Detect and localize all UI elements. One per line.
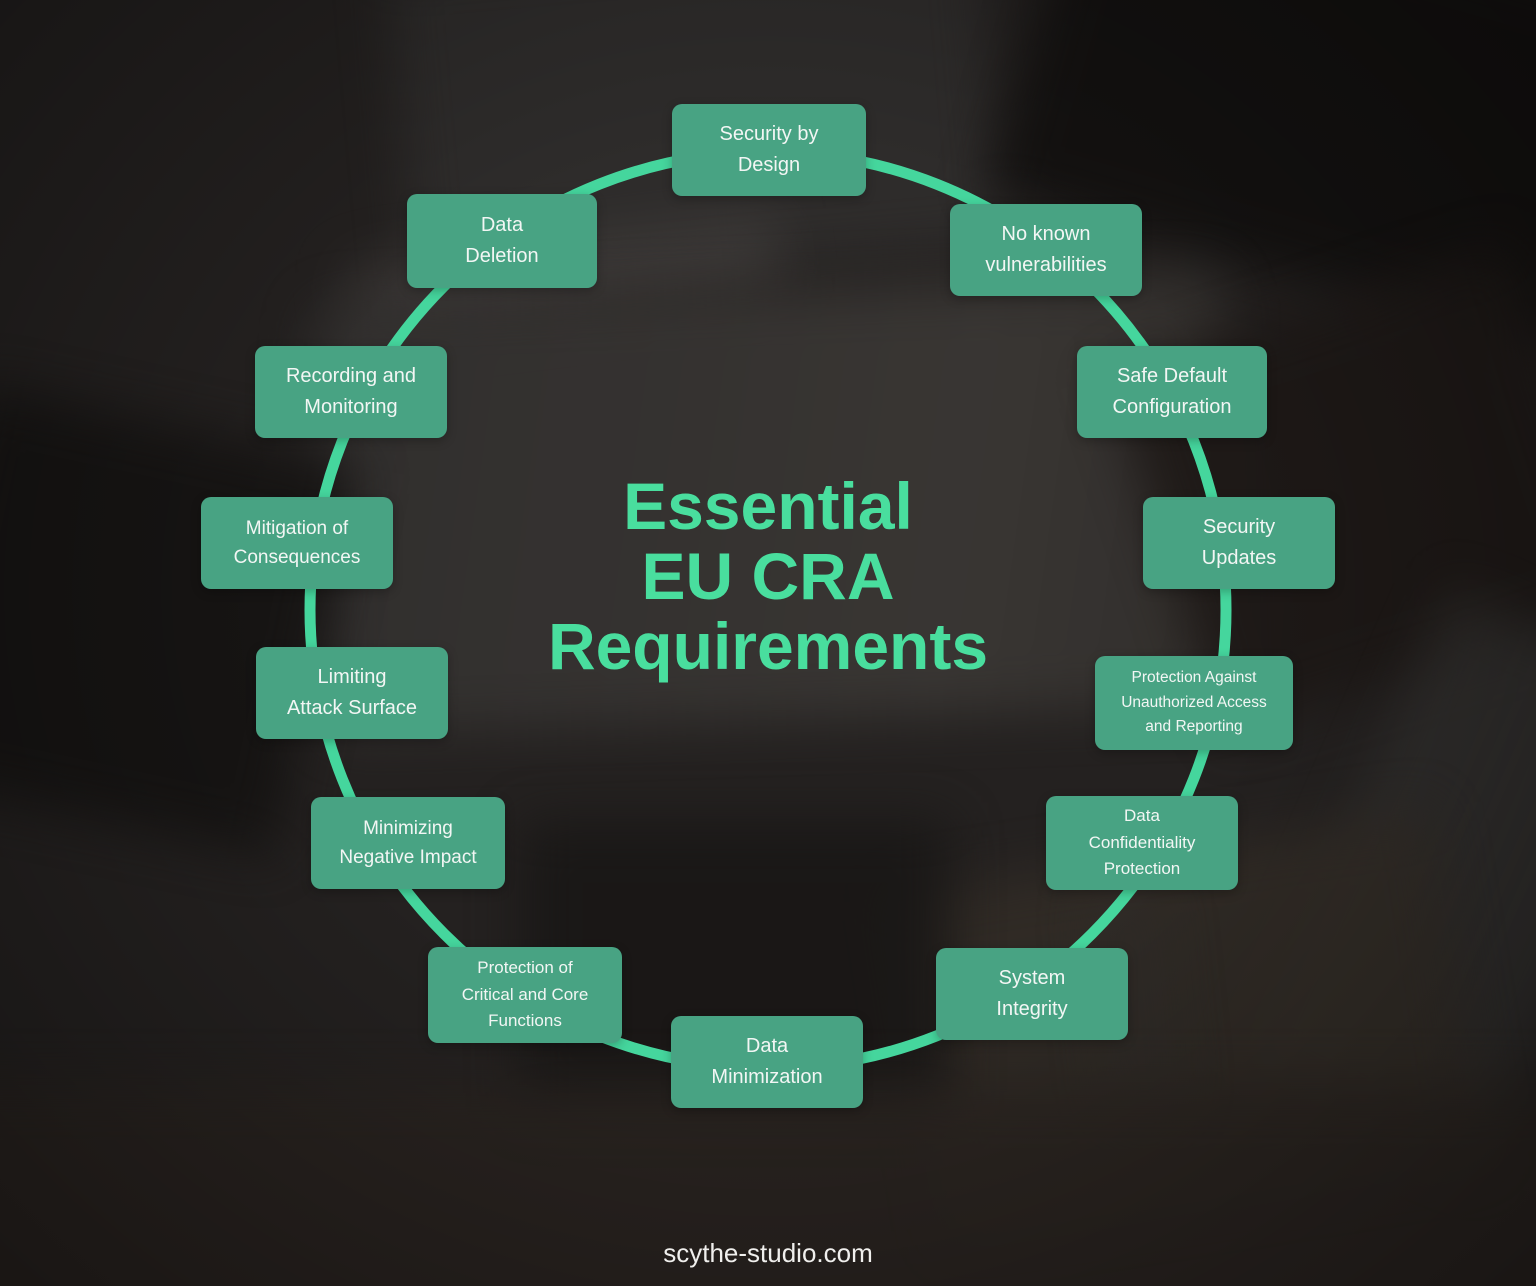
node-data-deletion: Data Deletion bbox=[407, 194, 597, 288]
node-label: Minimizing Negative Impact bbox=[339, 817, 477, 868]
node-security-updates: Security Updates bbox=[1143, 497, 1335, 589]
node-mitigation-of-consequences: Mitigation of Consequences bbox=[201, 497, 393, 589]
node-label: Security Updates bbox=[1201, 516, 1277, 569]
node-label: Protection Against Unauthorized Access a… bbox=[1121, 668, 1267, 736]
node-protection-against-unauthorized-access-and-reporting: Protection Against Unauthorized Access a… bbox=[1095, 656, 1293, 750]
node-label: Data Minimization bbox=[711, 1035, 823, 1088]
node-label: Mitigation of Consequences bbox=[233, 517, 361, 568]
node-safe-default-configuration: Safe Default Configuration bbox=[1077, 346, 1267, 438]
node-label: System Integrity bbox=[996, 967, 1068, 1020]
page-title: Essential EU CRA Requirements bbox=[547, 469, 989, 683]
node-label: Data Deletion bbox=[465, 214, 539, 267]
node-recording-and-monitoring: Recording and Monitoring bbox=[255, 346, 447, 438]
node-no-known-vulnerabilities: No known vulnerabilities bbox=[950, 204, 1142, 296]
node-label: Safe Default Configuration bbox=[1112, 365, 1232, 418]
node-label: Protection of Critical and Core Function… bbox=[461, 958, 589, 1031]
node-label: No known vulnerabilities bbox=[985, 223, 1107, 276]
node-minimizing-negative-impact: Minimizing Negative Impact bbox=[311, 797, 505, 889]
node-system-integrity: System Integrity bbox=[936, 948, 1128, 1040]
node-label: Recording and Monitoring bbox=[285, 365, 417, 418]
node-data-minimization: Data Minimization bbox=[671, 1016, 863, 1108]
footer-url: scythe-studio.com bbox=[663, 1238, 873, 1268]
node-label: Limiting Attack Surface bbox=[286, 666, 418, 719]
node-label: Data Confidentiality Protection bbox=[1088, 806, 1196, 879]
node-protection-of-critical-and-core-functions: Protection of Critical and Core Function… bbox=[428, 947, 622, 1043]
node-data-confidentiality-protection: Data Confidentiality Protection bbox=[1046, 796, 1238, 890]
bg-desk-surface bbox=[0, 1086, 1536, 1286]
node-limiting-attack-surface: Limiting Attack Surface bbox=[256, 647, 448, 739]
node-label: Security by Design bbox=[719, 123, 819, 176]
node-security-by-design: Security by Design bbox=[672, 104, 866, 196]
